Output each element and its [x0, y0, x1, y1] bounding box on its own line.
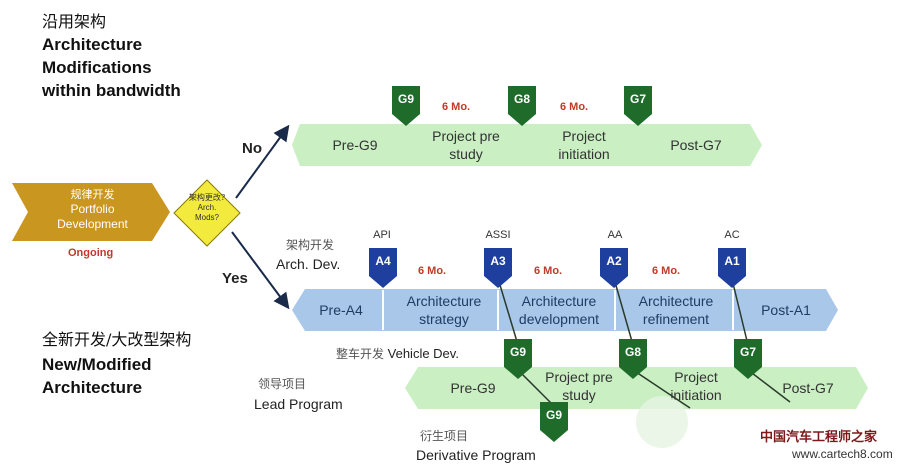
header-top-line2: Modifications	[42, 58, 152, 77]
lead-lane-bar	[405, 367, 868, 409]
top-lane-bar	[292, 124, 762, 166]
lead-segment-post-g7: Post-G7	[782, 380, 834, 396]
lead-segment-pre-study: Project pre study	[545, 369, 613, 403]
vehicle-dev-en: Vehicle Dev.	[387, 346, 459, 361]
arch-lane-bar	[292, 289, 838, 331]
arch-segment-development: Architecture development	[518, 293, 600, 327]
arch-segment-refinement: Architecture refinement	[638, 293, 714, 327]
portfolio-status: Ongoing	[68, 247, 114, 259]
decision-l1: Arch.	[197, 203, 217, 212]
arch-dev-en: Arch. Dev.	[276, 256, 341, 272]
header-top-cn: 沿用架构	[42, 12, 107, 31]
lead-segment-initiation: Project initiation	[670, 369, 722, 403]
vehicle-dev-label: 整车开发 Vehicle Dev.	[336, 345, 459, 362]
arch-gate-label-ac: AC	[724, 229, 740, 241]
lead-program-cn: 领导项目	[258, 377, 307, 391]
header-top-line1: Architecture	[42, 35, 143, 54]
arch-duration-2: 6 Mo.	[534, 265, 563, 277]
arch-segment-pre-a4: Pre-A4	[319, 302, 363, 318]
portfolio-en2: Development	[57, 217, 128, 231]
arch-gate-label-api: API	[373, 229, 391, 241]
yes-branch-arrow	[231, 231, 290, 310]
arch-segment-strategy: Architecture strategy	[406, 293, 482, 327]
portfolio-cn: 规律开发	[70, 188, 115, 201]
top-duration-2: 6 Mo.	[560, 101, 589, 113]
lead-segment-pre-g9: Pre-G9	[450, 380, 496, 396]
header-bottom-line1: New/Modified	[42, 355, 152, 374]
arch-gate-label-assi: ASSI	[485, 229, 511, 241]
branch-no-label: No	[242, 140, 262, 157]
derivative-program-cn: 衍生项目	[420, 429, 469, 443]
header-bottom-line2: Architecture	[42, 378, 143, 397]
portfolio-en1: Portfolio	[70, 202, 115, 216]
portfolio-arrow	[12, 183, 170, 241]
no-branch-arrow	[235, 124, 290, 199]
decision-l2: Mods?	[194, 213, 219, 222]
header-bottom-cn: 全新开发/大改型架构	[42, 330, 192, 349]
watermark-site: 中国汽车工程师之家	[760, 430, 878, 445]
watermark-url: www.cartech8.com	[792, 447, 893, 461]
arch-segment-post-a1: Post-A1	[761, 302, 811, 318]
top-segment-initiation: Project initiation	[558, 128, 610, 162]
decision-diamond	[173, 179, 241, 247]
decision-cn: 架构更改?	[188, 193, 226, 202]
top-segment-pre-study: Project pre study	[432, 128, 500, 162]
arch-duration-1: 6 Mo.	[418, 265, 447, 277]
top-duration-1: 6 Mo.	[442, 101, 471, 113]
arch-duration-3: 6 Mo.	[652, 265, 681, 277]
watermark-logo-icon	[636, 396, 688, 448]
derivative-program-en: Derivative Program	[416, 447, 536, 463]
lead-program-en: Lead Program	[254, 396, 343, 412]
decision-label: 架构更改? Arch. Mods?	[180, 193, 234, 223]
branch-yes-label: Yes	[222, 270, 248, 287]
arch-gate-label-aa: AA	[607, 229, 623, 241]
header-top-line3: within bandwidth	[42, 81, 181, 100]
top-segment-post-g7: Post-G7	[670, 137, 722, 153]
arch-dev-cn: 架构开发	[286, 238, 335, 252]
vehicle-dev-cn: 整车开发	[336, 347, 385, 361]
top-segment-pre-g9: Pre-G9	[332, 137, 378, 153]
portfolio-label: 规律开发 Portfolio Development	[30, 187, 155, 232]
